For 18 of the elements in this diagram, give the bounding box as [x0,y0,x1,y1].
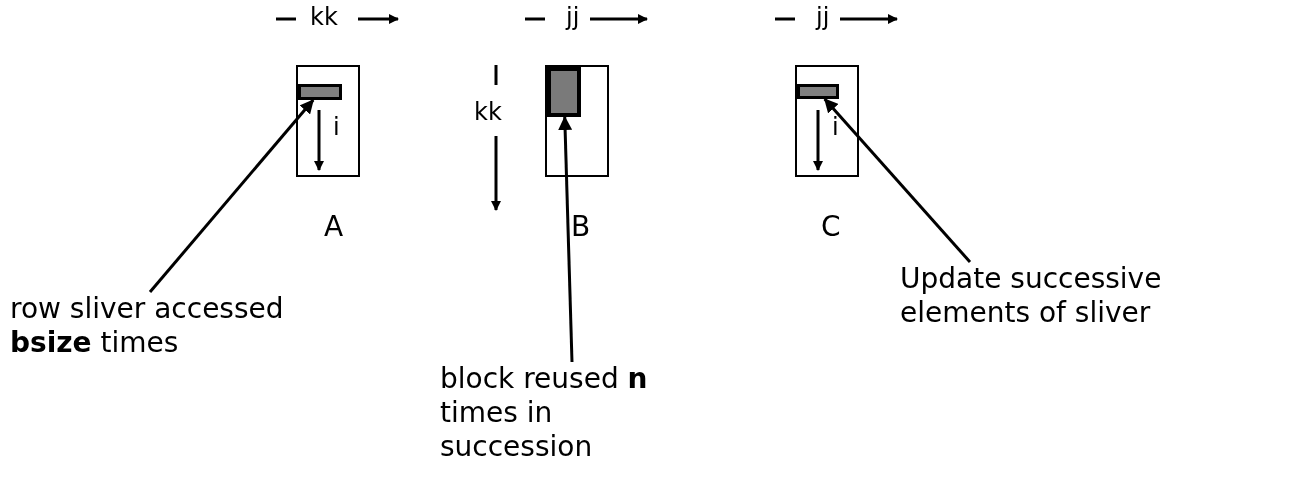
dimension-label: jj [816,2,830,33]
dimension-label: jj [566,2,580,33]
leader-arrow [558,116,574,363]
matrix-name: B [571,210,591,244]
shaded-sliver [298,84,342,100]
index-label: i [333,112,340,143]
matrix-name: A [324,210,344,244]
annotation-text: Update successive elements of sliver [900,262,1280,330]
annotation-text: row sliver accessed bsize times [10,292,350,360]
annotation-text: block reused n times in succession [440,362,710,464]
dimension-label: kk [474,97,502,128]
shaded-block [547,67,581,117]
dimension-label: kk [310,2,338,33]
leader-arrow [823,98,972,263]
index-label: i [832,112,839,143]
leader-arrow [148,99,315,293]
shaded-sliver [797,84,839,99]
matrix-name: C [821,210,841,244]
